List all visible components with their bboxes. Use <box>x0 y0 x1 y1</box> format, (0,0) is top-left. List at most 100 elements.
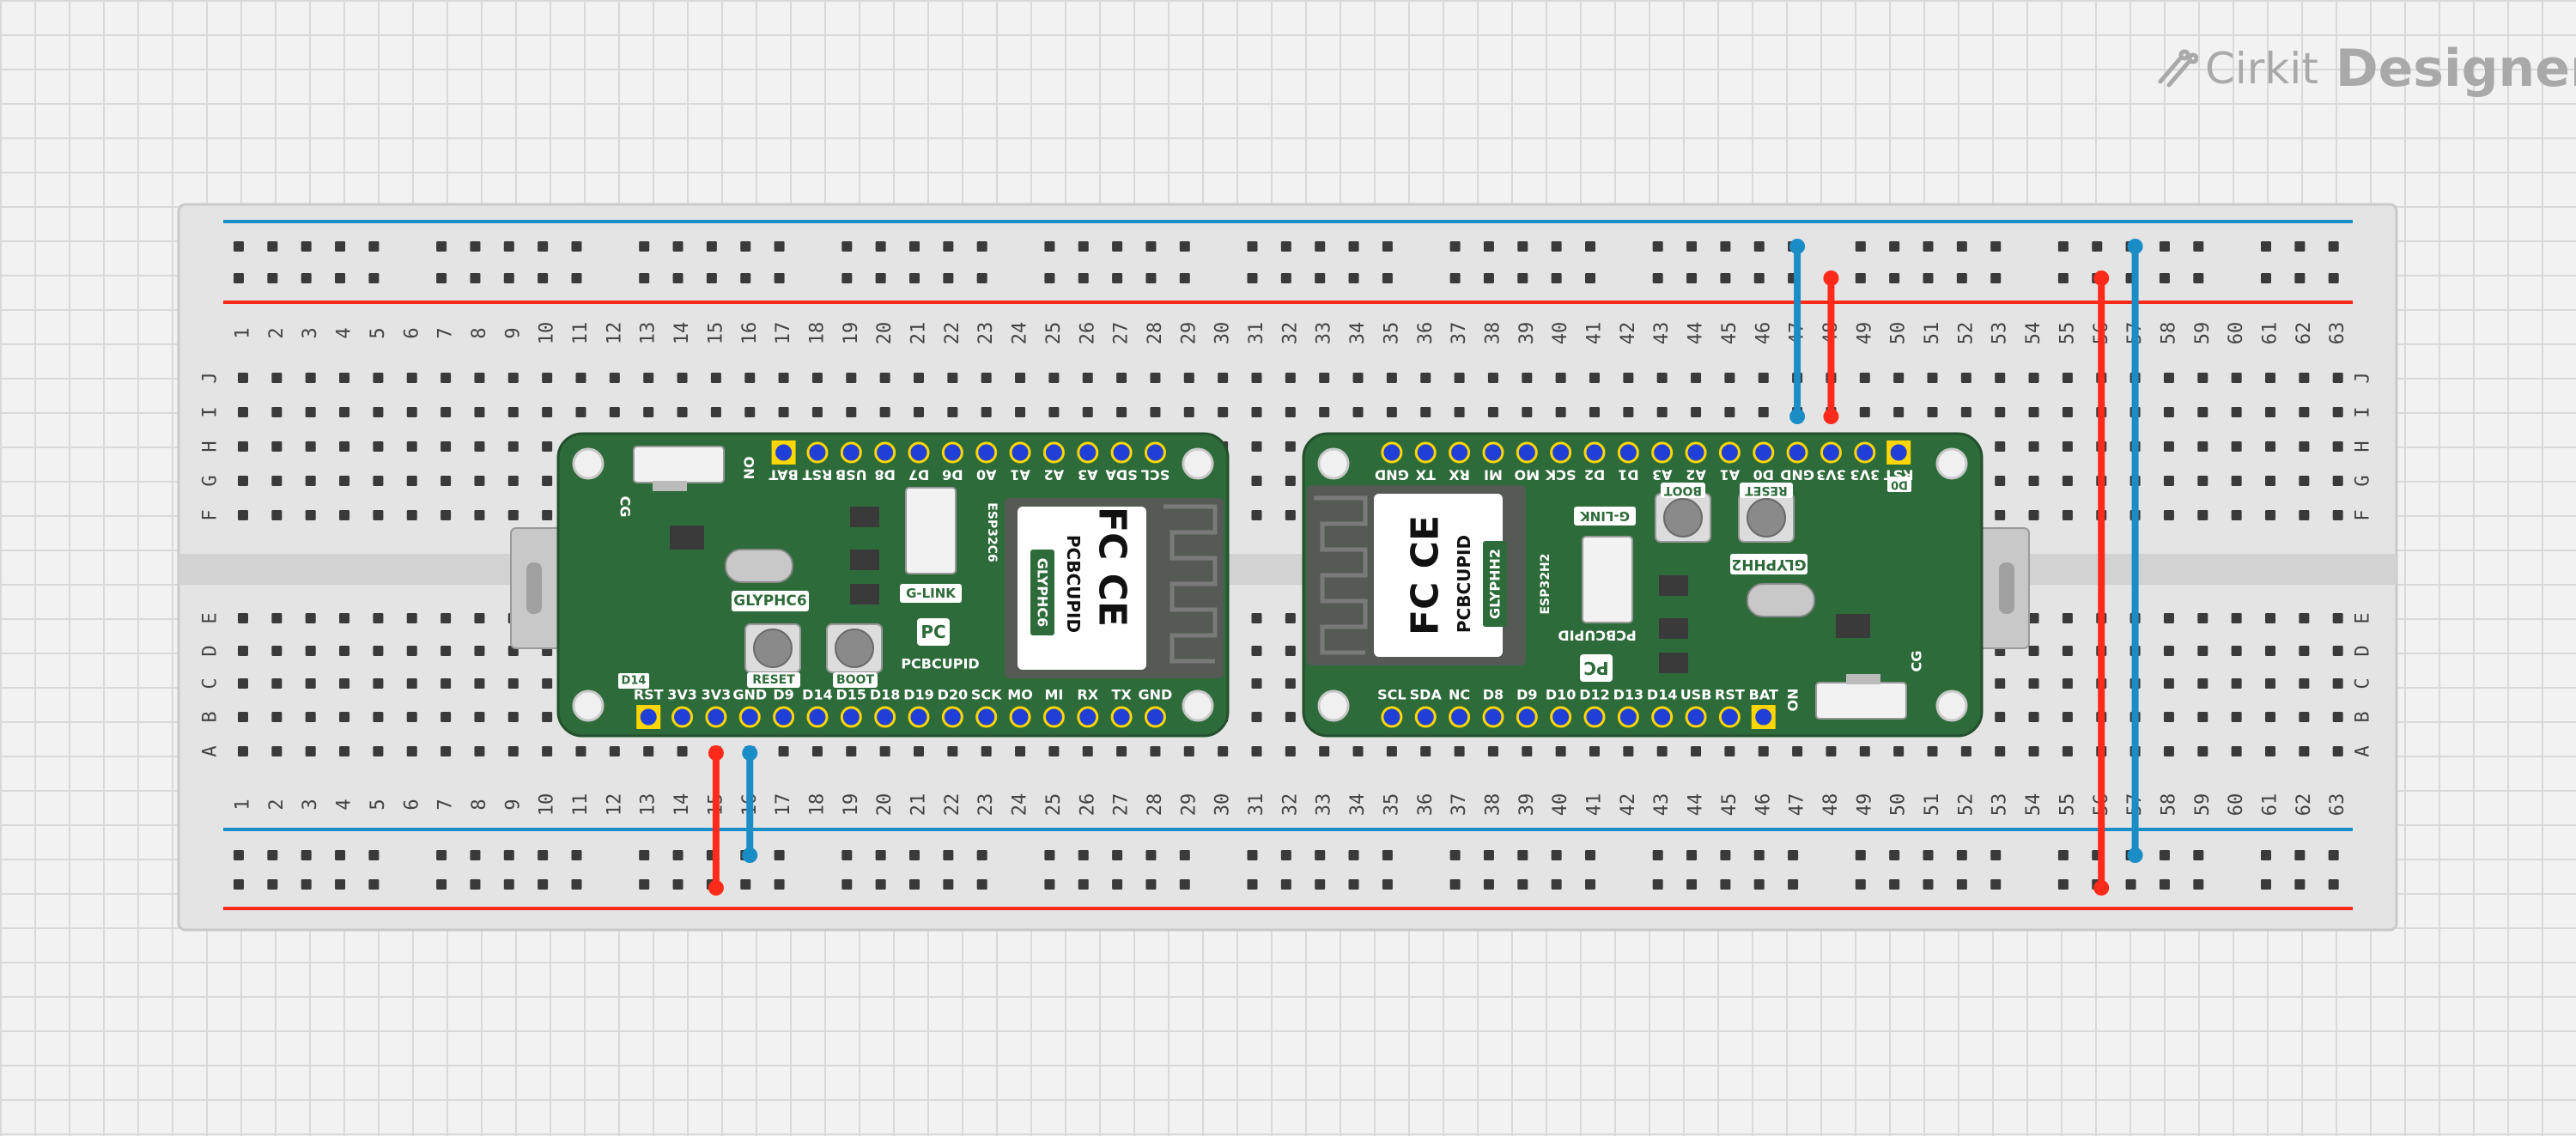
header-pin[interactable] <box>975 441 998 464</box>
header-pin[interactable] <box>1042 706 1065 728</box>
wire-ground-rail-bridge-end[interactable] <box>2127 239 2143 254</box>
column-number-bottom: 26 <box>1077 793 1098 817</box>
rail-hole <box>1720 241 1731 252</box>
header-pin[interactable] <box>1583 706 1606 728</box>
header-pin[interactable] <box>1516 441 1538 464</box>
header-pin[interactable] <box>1144 706 1166 728</box>
header-pin[interactable] <box>637 706 659 728</box>
header-pin[interactable] <box>1718 706 1741 728</box>
wire-gnd-c6-end[interactable] <box>742 745 758 761</box>
rail-hole <box>1145 273 1157 283</box>
header-pin[interactable] <box>1516 706 1538 728</box>
wire-3v3-h2-end[interactable] <box>1823 409 1839 424</box>
wire-3v3-h2-end[interactable] <box>1823 270 1839 286</box>
column-number-top: 50 <box>1888 322 1910 345</box>
header-pin[interactable] <box>1009 706 1031 728</box>
boot-button-cap[interactable] <box>835 629 874 668</box>
header-pin[interactable] <box>840 706 862 728</box>
breadboard-hole <box>1352 746 1364 756</box>
header-pin[interactable] <box>1482 706 1504 728</box>
power-switch[interactable] <box>633 446 725 483</box>
header-pin[interactable] <box>806 441 829 464</box>
header-pin[interactable] <box>671 706 694 728</box>
header-pin[interactable] <box>1550 706 1572 728</box>
header-pin[interactable] <box>1685 706 1707 728</box>
breadboard-hole <box>947 373 958 383</box>
power-switch[interactable] <box>1815 682 1907 720</box>
wire-gnd-h2-end[interactable] <box>1789 409 1806 424</box>
breadboard-hole <box>1386 373 1397 383</box>
breadboard-hole <box>542 476 553 486</box>
header-pin[interactable] <box>1110 706 1133 728</box>
header-pin[interactable] <box>874 706 896 728</box>
breadboard-hole <box>238 510 248 520</box>
header-pin[interactable] <box>941 441 963 464</box>
rail-hole <box>267 850 278 860</box>
rail-hole <box>1044 879 1055 890</box>
header-pin[interactable] <box>773 706 795 728</box>
header-pin[interactable] <box>1718 441 1741 464</box>
boot-button-cap[interactable] <box>1663 498 1703 538</box>
header-pin[interactable] <box>1381 441 1403 464</box>
header-pin[interactable] <box>1617 706 1639 728</box>
header-pin[interactable] <box>1753 706 1775 728</box>
header-pin[interactable] <box>1820 441 1842 464</box>
header-pin[interactable] <box>1651 706 1674 728</box>
header-pin[interactable] <box>975 706 998 728</box>
header-pin[interactable] <box>1482 441 1504 464</box>
header-pin[interactable] <box>1550 441 1572 464</box>
header-pin[interactable] <box>1583 441 1606 464</box>
wire-ground-rail-bridge-end[interactable] <box>2127 847 2143 863</box>
wire-power-rail-bridge-end[interactable] <box>2093 880 2110 896</box>
header-pin[interactable] <box>705 706 727 728</box>
header-pin[interactable] <box>1144 441 1166 464</box>
header-pin[interactable] <box>1414 441 1437 464</box>
reset-button-cap[interactable] <box>1747 498 1786 538</box>
header-pin[interactable] <box>1854 441 1876 464</box>
header-pin[interactable] <box>840 441 862 464</box>
wire-3v3-c6-end[interactable] <box>708 880 724 896</box>
header-pin[interactable] <box>1651 441 1674 464</box>
wire-gnd-c6-end[interactable] <box>742 847 758 863</box>
breadboard-hole <box>2332 441 2343 452</box>
header-pin[interactable] <box>1077 706 1099 728</box>
column-number-bottom: 58 <box>2158 793 2179 817</box>
wire-power-rail-bridge-end[interactable] <box>2093 270 2110 286</box>
header-pin[interactable] <box>806 706 829 728</box>
header-pin[interactable] <box>773 441 795 464</box>
breadboard-hole <box>1656 373 1668 383</box>
header-pin[interactable] <box>1786 441 1808 464</box>
header-pin[interactable] <box>1887 441 1910 464</box>
header-pin[interactable] <box>1110 441 1133 464</box>
breadboard-hole <box>1015 407 1026 417</box>
header-pin[interactable] <box>1685 441 1707 464</box>
header-pin[interactable] <box>874 441 896 464</box>
header-pin[interactable] <box>1077 441 1099 464</box>
breadboard-hole <box>2197 712 2208 722</box>
wire-gnd-h2-end[interactable] <box>1789 239 1806 254</box>
header-pin[interactable] <box>1381 706 1403 728</box>
header-pin[interactable] <box>1617 441 1639 464</box>
header-pin[interactable] <box>908 706 930 728</box>
rail-hole <box>234 241 244 252</box>
column-number-bottom: 60 <box>2226 793 2247 817</box>
column-number-top: 54 <box>2023 322 2044 345</box>
header-pin[interactable] <box>1042 441 1065 464</box>
header-pin[interactable] <box>1449 706 1471 728</box>
header-pin[interactable] <box>1009 441 1031 464</box>
header-pin[interactable] <box>908 441 930 464</box>
breadboard-hole <box>373 712 384 722</box>
header-pin[interactable] <box>1449 441 1471 464</box>
header-pin[interactable] <box>1753 441 1775 464</box>
breadboard-hole <box>1285 441 1296 452</box>
wire-3v3-c6-end[interactable] <box>708 745 724 761</box>
reset-button-cap[interactable] <box>753 629 793 668</box>
header-pin[interactable] <box>1414 706 1437 728</box>
header-pin[interactable] <box>738 706 761 728</box>
rail-hole <box>1889 850 1900 860</box>
header-pin[interactable] <box>941 706 963 728</box>
column-number-bottom: 62 <box>2293 793 2315 817</box>
